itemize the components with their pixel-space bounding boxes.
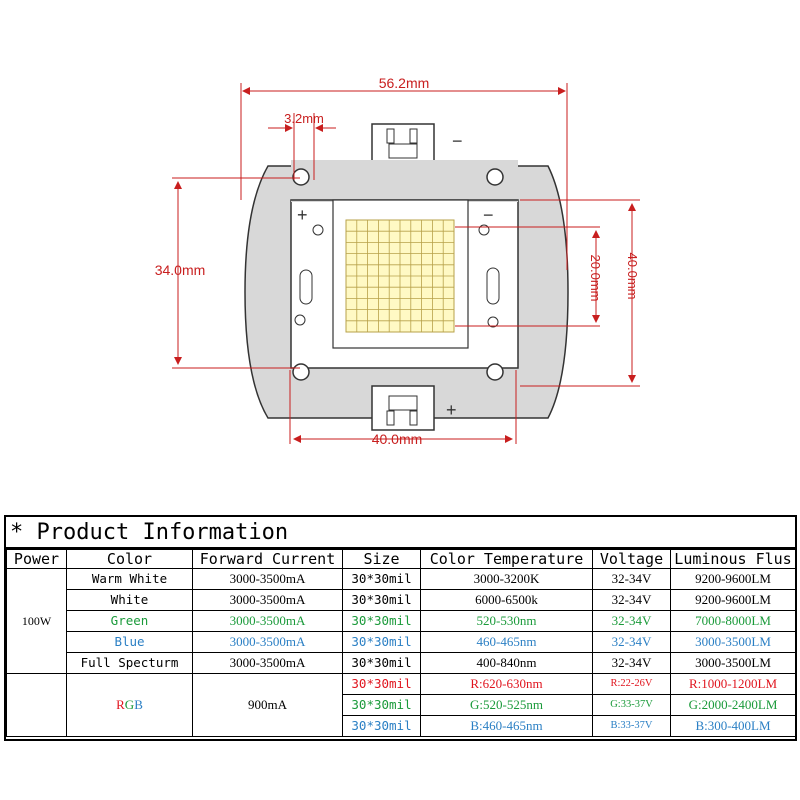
dimension-height-left: [172, 177, 300, 369]
cell-voltage: R:22-26V: [592, 673, 671, 695]
cell-size: 30*30mil: [342, 715, 421, 737]
cell-flux: 3000-3500LM: [670, 631, 796, 653]
dimension-width: [240, 83, 568, 270]
cell-size: 30*30mil: [342, 610, 421, 632]
dimension-hole: [268, 113, 336, 180]
table-row: White 3000-3500mA 30*30mil 6000-6500k 32…: [7, 589, 796, 611]
polarity-top: −: [452, 131, 463, 151]
cell-temp: G:520-525nm: [420, 694, 593, 716]
dimension-base-label: 40.0mm: [372, 431, 423, 447]
header-voltage: Voltage: [592, 549, 671, 569]
cell-temp: 3000-3200K: [420, 568, 593, 590]
polarity-bottom: +: [446, 400, 457, 420]
cell-temp: B:460-465nm: [420, 715, 593, 737]
header-forward-current: Forward Current: [192, 549, 343, 569]
cell-color: Warm White: [66, 568, 193, 590]
dimension-height-right: [520, 199, 640, 387]
dimension-base: [289, 370, 517, 444]
cell-voltage: 32-34V: [592, 568, 671, 590]
table-row: Green 3000-3500mA 30*30mil 520-530nm 32-…: [7, 610, 796, 632]
cell-color: Full Specturm: [66, 652, 193, 674]
product-information-table: * Product Information Power Color Forwar…: [4, 515, 797, 741]
cell-current-rgb: 900mA: [192, 673, 343, 737]
rgb-row: 30*30mil B:460-465nm B:33-37V B:300-400L…: [7, 715, 796, 737]
cell-flux: 3000-3500LM: [670, 652, 796, 674]
dimension-height-left-label: 34.0mm: [155, 262, 206, 278]
table-row: Full Specturm 3000-3500mA 30*30mil 400-8…: [7, 652, 796, 674]
cell-current: 3000-3500mA: [192, 589, 343, 611]
cell-flux: R:1000-1200LM: [670, 673, 796, 695]
cell-temp: 6000-6500k: [420, 589, 593, 611]
dimension-hole-label: 3.2mm: [284, 111, 324, 126]
cell-size: 30*30mil: [342, 694, 421, 716]
cell-color: Green: [66, 610, 193, 632]
cell-color: White: [66, 589, 193, 611]
cell-temp: 460-465nm: [420, 631, 593, 653]
dimension-height-right-label: 40.0mm: [625, 253, 640, 300]
table-row: Blue 3000-3500mA 30*30mil 460-465nm 32-3…: [7, 631, 796, 653]
cell-temp: 520-530nm: [420, 610, 593, 632]
power-cell: 100W: [6, 568, 67, 674]
mount-hole-br: [486, 363, 504, 381]
cell-current: 3000-3500mA: [192, 652, 343, 674]
cell-temp: 400-840nm: [420, 652, 593, 674]
spec-table: Power Color Forward Current Size Color T…: [6, 549, 796, 737]
header-power: Power: [6, 549, 67, 569]
cell-flux: B:300-400LM: [670, 715, 796, 737]
mount-hole-tr: [486, 168, 504, 186]
header-color: Color: [66, 549, 193, 569]
cell-voltage: 32-34V: [592, 610, 671, 632]
cell-size: 30*30mil: [342, 673, 421, 695]
polarity-right: −: [483, 205, 494, 225]
cell-flux: 7000-8000LM: [670, 610, 796, 632]
mount-hole-bl: [292, 363, 310, 381]
table-row: 100W Warm White 3000-3500mA 30*30mil 300…: [6, 568, 796, 674]
dimension-width-label: 56.2mm: [379, 75, 430, 91]
rgb-g: G: [124, 697, 135, 712]
rgb-r: R: [116, 697, 125, 712]
header-size: Size: [342, 549, 421, 569]
cell-size: 30*30mil: [342, 652, 421, 674]
polarity-left: +: [297, 205, 308, 225]
rgb-row: RGB 900mA 30*30mil R:620-630nm R:22-26V …: [6, 673, 796, 737]
cell-flux: G:2000-2400LM: [670, 694, 796, 716]
cell-voltage: G:33-37V: [592, 694, 671, 716]
cell-temp: R:620-630nm: [420, 673, 593, 695]
rgb-b: B: [134, 697, 143, 712]
cell-size: 30*30mil: [342, 589, 421, 611]
header-luminous-flux: Luminous Flus: [670, 549, 796, 569]
cell-voltage: 32-34V: [592, 589, 671, 611]
cell-current: 3000-3500mA: [192, 568, 343, 590]
table-title: * Product Information: [6, 517, 795, 549]
cell-flux: 9200-9600LM: [670, 589, 796, 611]
cell-size: 30*30mil: [342, 631, 421, 653]
cell-color-rgb: RGB: [66, 673, 193, 737]
dimension-chip-label: 20.0mm: [588, 255, 603, 302]
mount-hole-tl: [292, 168, 310, 186]
rgb-row: 30*30mil G:520-525nm G:33-37V G:2000-240…: [7, 694, 796, 716]
cell-color: Blue: [66, 631, 193, 653]
cell-voltage: 32-34V: [592, 631, 671, 653]
dimension-chip: [455, 226, 600, 327]
cell-current: 3000-3500mA: [192, 610, 343, 632]
cell-voltage: B:33-37V: [592, 715, 671, 737]
cell-current: 3000-3500mA: [192, 631, 343, 653]
cell-size: 30*30mil: [342, 568, 421, 590]
led-grid: [346, 220, 454, 332]
header-row: Power Color Forward Current Size Color T…: [6, 549, 796, 569]
header-color-temperature: Color Temperature: [420, 549, 593, 569]
cell-voltage: 32-34V: [592, 652, 671, 674]
cell-flux: 9200-9600LM: [670, 568, 796, 590]
power-cell-empty: [6, 673, 67, 737]
led-dimension-diagram: − + + − 56.2mm 3.2mm 34.0mm 40.0mm 20.0m…: [155, 75, 640, 447]
